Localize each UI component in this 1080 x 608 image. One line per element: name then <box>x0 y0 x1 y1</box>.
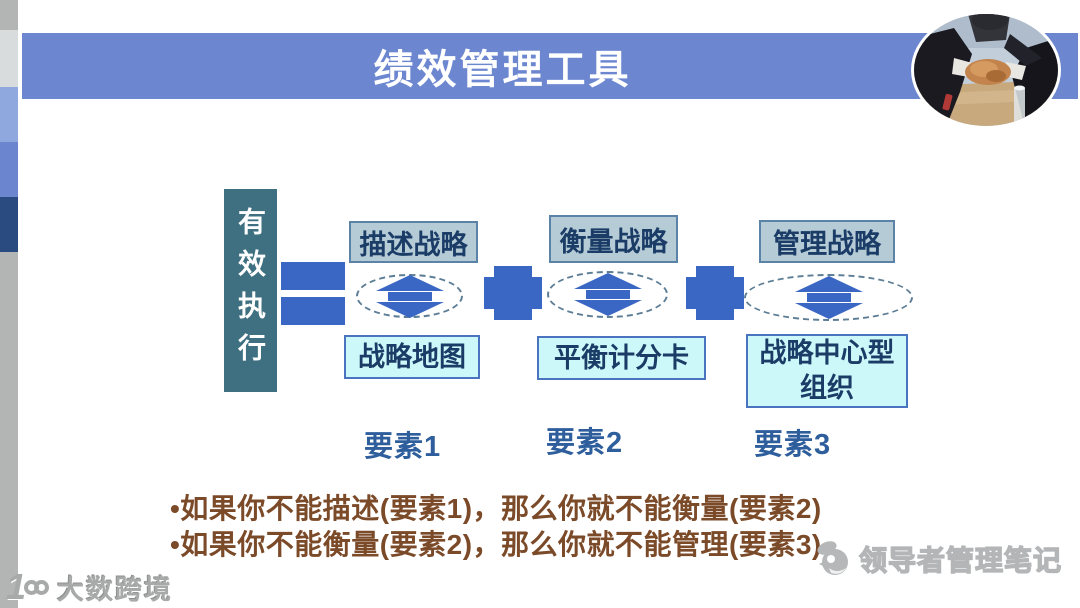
equals-bar-top <box>281 262 345 290</box>
group2-bottom-box: 平衡计分卡 <box>537 336 706 380</box>
group3-bottom-box: 战略中心型组织 <box>746 334 908 408</box>
left-strip-lightgray <box>0 30 18 87</box>
connector-b-core <box>696 266 734 320</box>
up-down-arrow-icon <box>375 274 444 318</box>
left-strip-navy <box>0 197 18 252</box>
group1-ellipse <box>356 274 463 318</box>
group3-element-label: 要素3 <box>754 429 832 461</box>
connector-a-core <box>494 266 532 320</box>
handshake-photo <box>911 11 1061 129</box>
group3-top-label: 管理战略 <box>773 229 881 259</box>
group3-ellipse <box>744 274 913 321</box>
equals-bar-bottom <box>281 297 345 325</box>
slide-title: 绩效管理工具 <box>373 48 632 92</box>
connector-a-right-tab <box>532 277 542 309</box>
left-strip-lightblue <box>0 87 18 142</box>
connector-a <box>484 266 542 320</box>
up-down-arrow-icon <box>794 276 863 319</box>
watermark-label: 领导者管理笔记 <box>858 544 1063 576</box>
group2-top-box: 衡量战略 <box>549 215 678 263</box>
conclusion-bullets: •如果你不能描述(要素1)，那么你就不能衡量(要素2) •如果你不能衡量(要素2… <box>170 491 822 563</box>
group2-bottom-label: 平衡计分卡 <box>554 342 689 373</box>
connector-b-right-tab <box>734 277 744 309</box>
left-strip-blue <box>0 142 18 197</box>
connector-a-left-tab <box>484 277 494 309</box>
title-banner: 绩效管理工具 <box>22 33 1078 99</box>
bullet-line-1: •如果你不能描述(要素1)，那么你就不能衡量(要素2) <box>170 493 822 524</box>
effective-execution-box: 有效执行 <box>224 189 277 392</box>
logo-rings-icon <box>34 579 50 595</box>
bullet-line-2: •如果你不能衡量(要素2)，那么你就不能管理(要素3) <box>170 529 822 560</box>
group1-top-box: 描述战略 <box>349 221 478 263</box>
brand-name: 大数跨境 <box>57 574 174 605</box>
connector-b-left-tab <box>686 277 696 309</box>
left-strip-gray-bottom <box>0 252 18 608</box>
connector-b <box>686 266 744 320</box>
group2-element-label: 要素2 <box>546 427 624 459</box>
group1-bottom-label: 战略地图 <box>358 341 466 372</box>
group1-bottom-box: 战略地图 <box>344 335 480 379</box>
bottom-right-watermark: 领导者管理笔记 <box>813 538 1062 580</box>
group1-element-label: 要素1 <box>364 431 442 463</box>
logo-number: 1 <box>6 566 27 607</box>
equals-connector <box>281 262 345 325</box>
group2-ellipse <box>547 271 668 318</box>
bottom-left-watermark: 1 大数跨境 <box>6 566 173 608</box>
up-down-arrow-icon <box>573 273 642 316</box>
effective-execution-label: 有效执行 <box>235 206 266 375</box>
left-strip-gray-top <box>0 0 18 30</box>
group3-bottom-label: 战略中心型组织 <box>759 338 895 403</box>
group3-top-box: 管理战略 <box>759 220 895 263</box>
group2-top-label: 衡量战略 <box>559 226 668 257</box>
group1-top-label: 描述战略 <box>359 229 468 260</box>
handshake-photo-art <box>914 14 1058 126</box>
bird-logo-icon <box>817 541 848 575</box>
